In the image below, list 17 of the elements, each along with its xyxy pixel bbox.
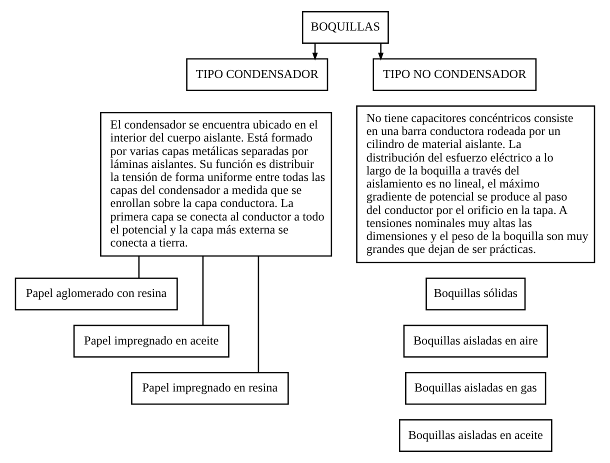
- node-box: TIPO NO CONDENSADOR: [372, 58, 537, 91]
- node-box: No tiene capacitores concéntricos consiste en una barra conductora rodeada por un cilindro de material aislante. La distribución del esfuerzo eléctrico a lo largo de la boquilla a través del aislamiento es no lineal, el máximo gradiente de potencial se produce al paso del conductor por el orificio en la tapa. A tensiones nominales muy altas las dimensiones y el peso de la boquilla son muy grandes que dejan de ser prácticas.: [356, 105, 596, 264]
- node-box: BOQUILLAS: [302, 11, 389, 44]
- node-box: Boquillas aisladas en aire: [403, 324, 548, 358]
- node-box: El condensador se encuentra ubicado en el interior del cuerpo aislante. Está formado por varias capas metálicas separadas por láminas aislantes. Su función es distribuir la tensión de forma uniforme entre todas las capas del condensador a medida que se enrollan sobre la capa conductora. La primera capa se conecta al conductor a todo el potencial y la capa más externa se conecta a tierra.: [100, 112, 332, 257]
- node-box: Papel impregnado en aceite: [73, 324, 230, 358]
- connector: [258, 256, 260, 373]
- node-box: Boquillas aisladas en gas: [405, 372, 546, 405]
- node-box: Papel impregnado en resina: [131, 372, 289, 405]
- arrow: [378, 43, 384, 61]
- arrow: [312, 43, 318, 61]
- node-box: Papel aglomerado con resina: [14, 278, 178, 310]
- node-box: Boquillas sólidas: [426, 278, 526, 310]
- connector: [202, 256, 204, 326]
- connector: [138, 256, 140, 278]
- node-box: TIPO CONDENSADOR: [186, 58, 328, 91]
- node-box: Boquillas aisladas en aceite: [398, 419, 552, 452]
